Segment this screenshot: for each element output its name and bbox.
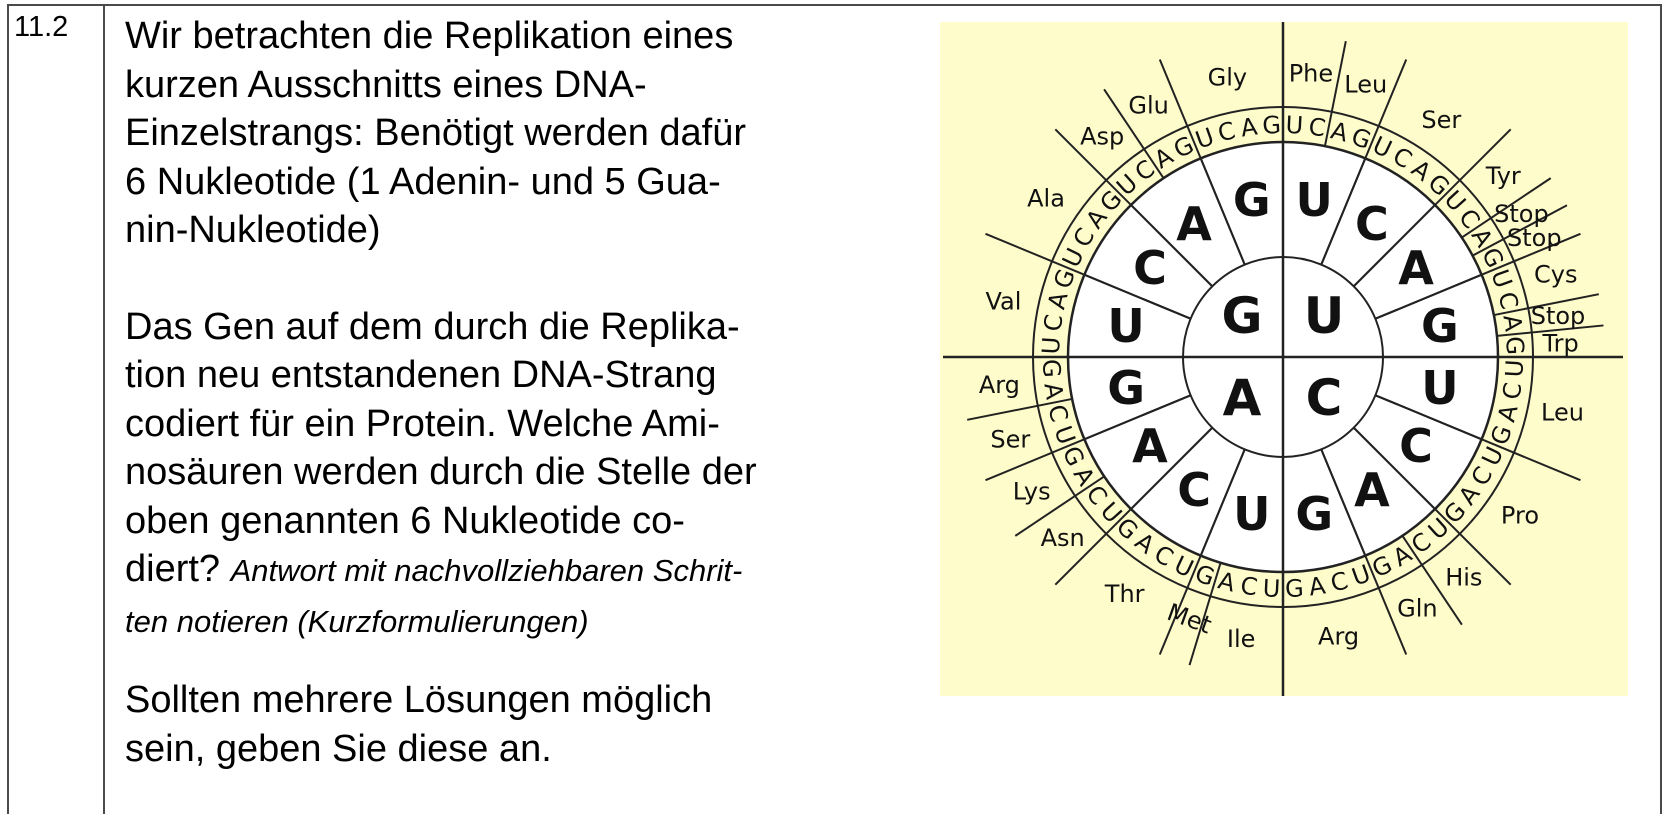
svg-text:G: G: [1295, 487, 1333, 541]
svg-text:C: C: [1215, 116, 1238, 147]
p2-line: diert?: [125, 548, 231, 590]
svg-text:U: U: [1485, 266, 1517, 292]
svg-text:U: U: [1107, 299, 1144, 353]
svg-text:C: C: [1328, 566, 1351, 597]
amino-acid-lys: Lys: [1013, 477, 1051, 505]
p2-line: tion neu entstandenen DNA-Strang: [125, 354, 717, 396]
svg-text:C: C: [1042, 402, 1073, 425]
svg-text:U: U: [1296, 173, 1333, 227]
amino-acid-glu: Glu: [1128, 92, 1168, 120]
column-divider: [103, 4, 105, 814]
svg-text:U: U: [1285, 111, 1304, 140]
task-text: Wir betrachten die Replikation eines kur…: [125, 12, 865, 773]
svg-text:C: C: [1239, 571, 1260, 601]
answer-instruction-cont: ten notieren (Kurzformulierungen): [125, 603, 589, 639]
amino-acid-gln: Gln: [1397, 594, 1437, 622]
amino-acid-gly: Gly: [1208, 63, 1247, 91]
svg-text:C: C: [1133, 241, 1167, 295]
svg-text:C: C: [1355, 197, 1389, 251]
svg-text:U: U: [1037, 336, 1066, 355]
svg-text:A: A: [1398, 241, 1434, 295]
svg-text:A: A: [1328, 116, 1351, 147]
svg-text:U: U: [1192, 122, 1218, 154]
svg-text:G: G: [1221, 287, 1262, 345]
svg-text:A: A: [1239, 112, 1260, 142]
amino-acid-cys: Cys: [1534, 260, 1577, 288]
svg-text:U: U: [1421, 361, 1458, 415]
answer-instruction: Antwort mit nachvollziehbaren Schrit-: [230, 553, 743, 588]
paragraph-2: Das Gen auf dem durch die Replika- tion …: [125, 303, 865, 647]
p1-line: 6 Nukleotide (1 Adenin- und 5 Gua-: [125, 160, 721, 203]
p2-line: codiert für ein Protein. Welche Ami-: [125, 402, 720, 445]
svg-text:U: U: [1304, 287, 1345, 345]
svg-text:A: A: [1307, 571, 1328, 601]
svg-text:U: U: [1500, 359, 1529, 378]
paragraph-3: Sollten mehrere Lösungen möglich sein, g…: [125, 676, 865, 773]
p1-line: kurzen Ausschnitts eines DNA-: [125, 63, 647, 106]
amino-acid-leu: Leu: [1344, 70, 1387, 98]
amino-acid-stop: Stop: [1494, 200, 1549, 228]
p2-line: Das Gen auf dem durch die Replika-: [125, 305, 740, 348]
svg-text:A: A: [1042, 289, 1073, 312]
amino-acid-tyr: Tyr: [1485, 162, 1521, 190]
svg-text:G: G: [1421, 299, 1459, 353]
amino-acid-stop: Stop: [1507, 224, 1562, 252]
svg-text:G: G: [1500, 336, 1529, 356]
task-table: [7, 4, 1662, 814]
svg-text:A: A: [1497, 313, 1527, 334]
svg-text:C: C: [1497, 381, 1527, 402]
svg-text:G: G: [1262, 111, 1282, 140]
svg-text:A: A: [1223, 369, 1262, 427]
svg-text:C: C: [1177, 463, 1211, 517]
amino-acid-arg: Arg: [979, 371, 1020, 399]
paragraph-1: Wir betrachten die Replikation eines kur…: [125, 12, 865, 255]
svg-text:C: C: [1399, 419, 1433, 473]
amino-acid-arg: Arg: [1318, 623, 1359, 651]
amino-acid-pro: Pro: [1501, 501, 1539, 529]
svg-text:A: A: [1215, 566, 1238, 597]
amino-acid-trp: Trp: [1542, 329, 1579, 357]
svg-text:C: C: [1307, 112, 1328, 142]
amino-acid-ile: Ile: [1227, 625, 1256, 653]
amino-acid-stop: Stop: [1531, 302, 1586, 330]
p3-line: sein, geben Sie diese an.: [125, 727, 552, 770]
svg-text:G: G: [1107, 361, 1145, 415]
p1-line: nin-Nukleotide): [125, 209, 381, 251]
svg-text:G: G: [1485, 422, 1518, 449]
amino-acid-asn: Asn: [1041, 524, 1085, 552]
p2-line: nosäuren werden durch die Stelle der: [125, 451, 757, 493]
svg-text:U: U: [1233, 487, 1270, 541]
svg-text:G: G: [1284, 574, 1304, 603]
svg-text:C: C: [1306, 369, 1343, 427]
svg-text:A: A: [1492, 401, 1523, 424]
amino-acid-thr: Thr: [1104, 580, 1145, 608]
p1-line: Einzelstrangs: Benötigt werden dafür: [125, 112, 747, 154]
amino-acid-ser: Ser: [990, 426, 1030, 454]
svg-text:A: A: [1176, 197, 1212, 251]
svg-text:G: G: [1233, 173, 1271, 227]
amino-acid-val: Val: [986, 287, 1022, 315]
amino-acid-asp: Asp: [1080, 123, 1124, 151]
p1-line: Wir betrachten die Replikation eines: [125, 15, 734, 57]
amino-acid-leu: Leu: [1541, 399, 1584, 427]
svg-text:C: C: [1038, 313, 1068, 334]
p3-line: Sollten mehrere Lösungen möglich: [125, 679, 713, 721]
svg-text:A: A: [1354, 463, 1390, 517]
amino-acid-his: His: [1445, 563, 1482, 591]
amino-acid-phe: Phe: [1289, 59, 1333, 87]
svg-text:A: A: [1038, 381, 1068, 402]
svg-text:G: G: [1037, 358, 1066, 378]
p2-line: oben genannten 6 Nukleotide co-: [125, 499, 685, 542]
svg-text:U: U: [1262, 574, 1281, 603]
svg-text:A: A: [1132, 419, 1168, 473]
amino-acid-ser: Ser: [1421, 106, 1461, 134]
task-number: 11.2: [14, 11, 69, 43]
amino-acid-ala: Ala: [1027, 185, 1065, 213]
svg-text:C: C: [1492, 289, 1523, 312]
